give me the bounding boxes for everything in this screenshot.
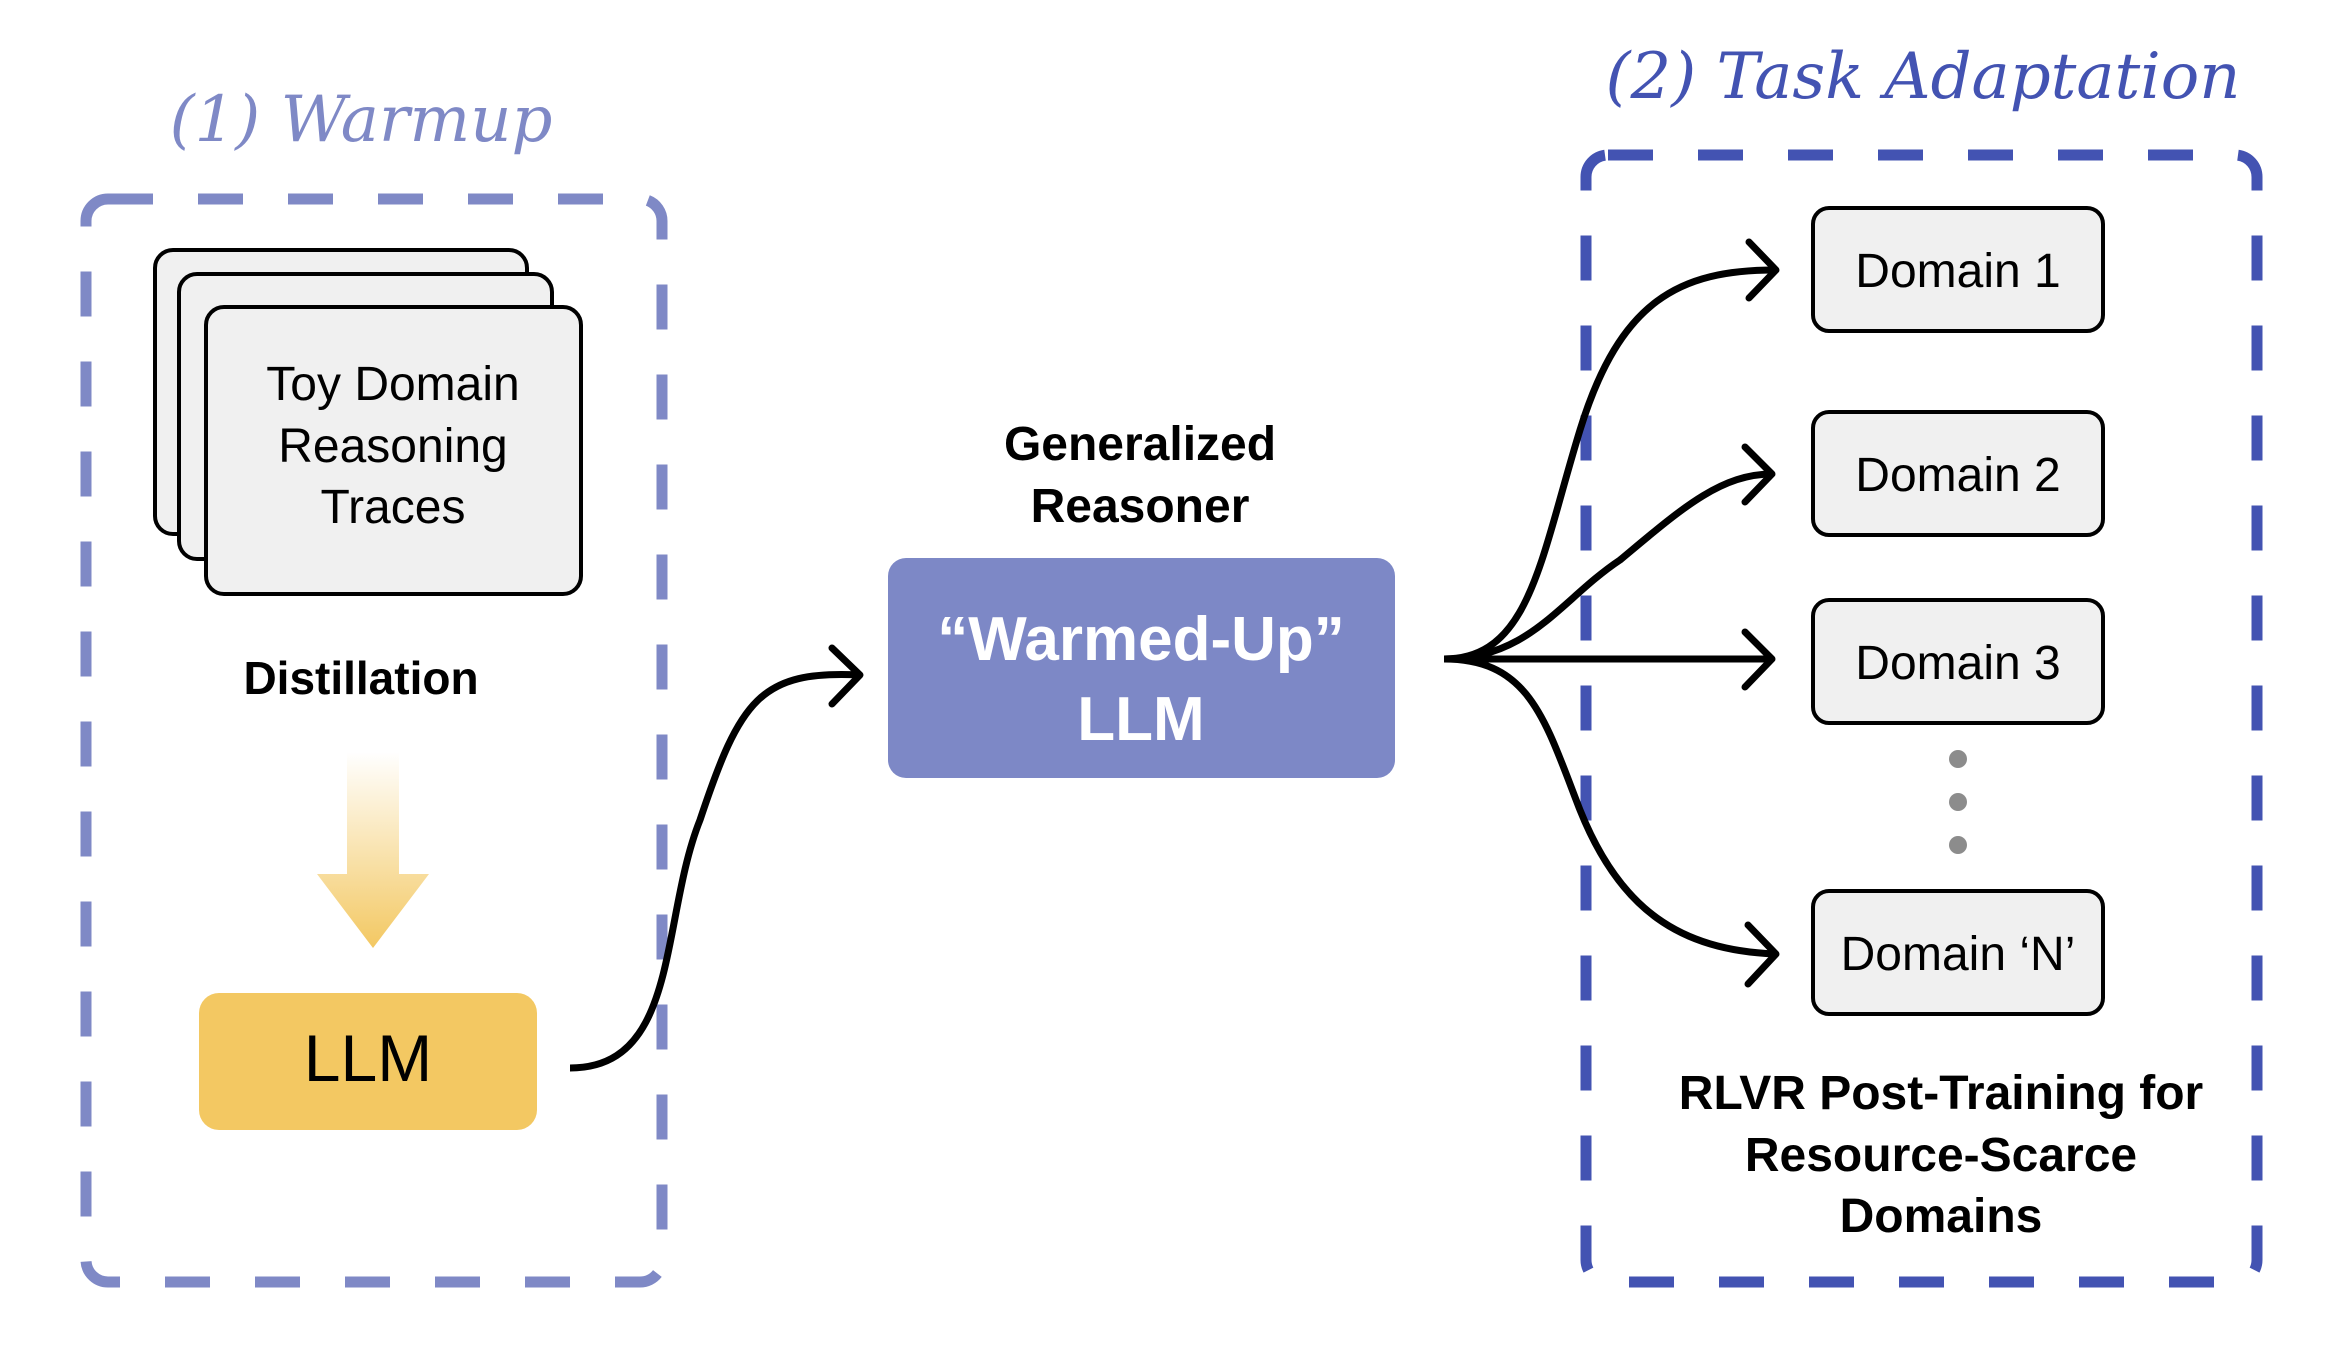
ellipsis-dot (1949, 836, 1967, 854)
adaptation-dashed-frame (1580, 149, 2263, 1288)
warmed-up-llm-box (888, 558, 1395, 778)
arrowhead-domain-n-icon (1744, 921, 1780, 988)
arrowhead-icon (828, 644, 864, 708)
distillation-arrow-icon (317, 752, 429, 948)
vertical-ellipsis-icon (1949, 750, 1967, 854)
warmup-title: (1) Warmup (170, 83, 553, 157)
connector-to-domain-1 (1443, 266, 1776, 663)
domain-n-label: Domain ‘N’ (1841, 928, 2076, 981)
trace-card-front (204, 305, 583, 596)
generalized-caption-line1: Generalized (1004, 418, 1276, 471)
domain-box-n: Domain ‘N’ (1811, 889, 2105, 1016)
domain-box-2: Domain 2 (1811, 410, 2105, 537)
student-llm-box (199, 993, 537, 1130)
domain-1-label: Domain 1 (1855, 245, 2060, 298)
ellipsis-dot (1949, 793, 1967, 811)
arrowhead-domain-1-icon (1745, 238, 1780, 302)
reasoning-traces-stack: Toy Domain Reasoning Traces (153, 248, 583, 596)
domain-box-n-frame (1811, 889, 2105, 1016)
rlvr-caption-line1: RLVR Post-Training for (1679, 1067, 2203, 1120)
student-llm-label: LLM (304, 1021, 432, 1095)
trace-card-line3: Traces (321, 481, 466, 534)
warmed-up-llm-line1: “Warmed-Up” (937, 605, 1345, 674)
ellipsis-dot (1949, 750, 1967, 768)
trace-card-line1: Toy Domain (266, 358, 519, 411)
connector-to-domain-n (1443, 655, 1776, 958)
fan-out-connectors (1443, 238, 1780, 988)
domain-box-1-frame (1811, 206, 2105, 333)
arrowhead-domain-3-icon (1741, 628, 1776, 691)
adaptation-title: (2) Task Adaptation (1606, 40, 2241, 114)
arrowhead-domain-2-icon (1741, 443, 1776, 506)
distillation-label: Distillation (243, 652, 478, 704)
domain-box-2-frame (1811, 410, 2105, 537)
domain-box-3-frame (1811, 598, 2105, 725)
warmed-up-llm-line2: LLM (1077, 685, 1204, 754)
rlvr-caption-line3: Domains (1840, 1190, 2043, 1243)
domain-box-1: Domain 1 (1811, 206, 2105, 333)
domain-3-label: Domain 3 (1855, 637, 2060, 690)
domain-2-label: Domain 2 (1855, 449, 2060, 502)
trace-card-line2: Reasoning (278, 420, 508, 473)
connector-to-domain-2 (1443, 470, 1773, 663)
warmup-dashed-frame (80, 193, 668, 1288)
generalized-caption-line2: Reasoner (1031, 480, 1250, 533)
connector-llm-to-warmed (569, 670, 861, 1072)
domain-box-3: Domain 3 (1811, 598, 2105, 725)
rlvr-caption-line2: Resource-Scarce (1745, 1129, 2137, 1182)
